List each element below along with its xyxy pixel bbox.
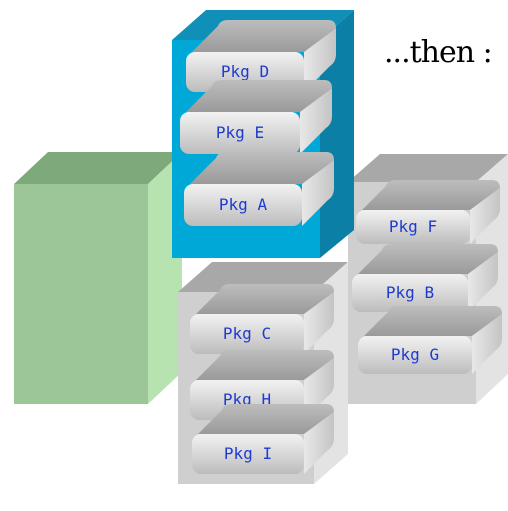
package-front xyxy=(180,112,300,154)
package-label: Pkg A xyxy=(219,195,268,214)
package-pkg-a: Pkg A xyxy=(184,152,334,226)
package-side xyxy=(300,88,332,154)
package-side xyxy=(302,160,334,226)
package-side xyxy=(468,252,498,312)
package-front xyxy=(356,210,470,244)
package-top xyxy=(198,404,334,434)
package-front xyxy=(190,314,304,354)
package-pkg-d: Pkg D xyxy=(186,20,336,92)
package-front xyxy=(184,184,302,226)
package-top xyxy=(190,152,334,184)
package-top xyxy=(362,180,500,210)
package-pkg-f: Pkg F xyxy=(356,180,500,244)
package-pkg-b: Pkg B xyxy=(352,244,498,312)
package-side xyxy=(304,412,334,474)
package-side xyxy=(304,28,336,92)
package-label: Pkg B xyxy=(386,283,434,302)
package-side xyxy=(472,314,502,374)
gray-right-top xyxy=(348,154,508,182)
package-top xyxy=(358,244,498,274)
package-top xyxy=(196,284,334,314)
package-top xyxy=(364,306,502,336)
package-label: Pkg C xyxy=(223,324,271,343)
package-side xyxy=(470,188,500,244)
package-pkg-g: Pkg G xyxy=(358,306,502,374)
package-label: Pkg E xyxy=(216,123,264,142)
caption-text: ...then : xyxy=(384,35,492,70)
package-label: Pkg I xyxy=(224,444,272,463)
package-front xyxy=(352,274,468,312)
package-label: Pkg F xyxy=(389,217,437,236)
package-top xyxy=(192,20,336,52)
package-pkg-i: Pkg I xyxy=(192,404,334,474)
package-label: Pkg D xyxy=(221,62,269,81)
package-front xyxy=(358,336,472,374)
green-container-front xyxy=(14,184,148,404)
package-pkg-e: Pkg E xyxy=(180,80,332,154)
package-label: Pkg G xyxy=(391,345,439,364)
package-top xyxy=(186,80,332,112)
package-side xyxy=(304,292,334,354)
green-container xyxy=(14,152,182,404)
green-container-top xyxy=(14,152,182,184)
package-top xyxy=(196,350,334,380)
package-pkg-c: Pkg C xyxy=(190,284,334,354)
package-front xyxy=(192,434,304,474)
